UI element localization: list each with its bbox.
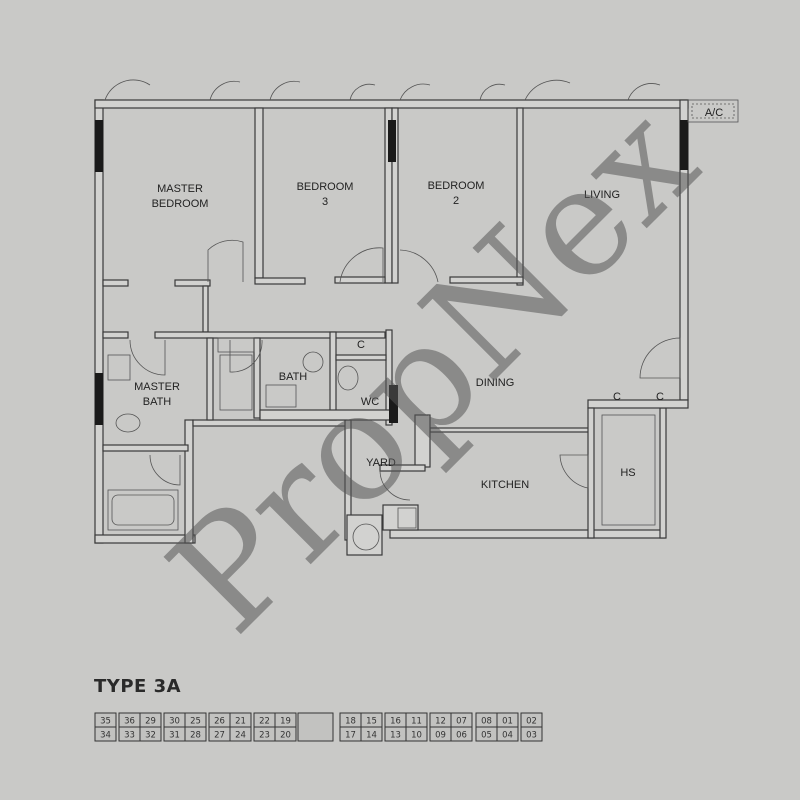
unit-key-number: 19 bbox=[280, 717, 291, 727]
unit-key-number: 30 bbox=[169, 717, 180, 727]
unit-type-title: TYPE 3A bbox=[94, 676, 182, 697]
unit-key-number: 32 bbox=[145, 731, 156, 741]
unit-key-number: 04 bbox=[502, 731, 513, 741]
unit-key-cell bbox=[520, 726, 543, 742]
label-bedroom-2: 2 bbox=[453, 195, 459, 207]
label-hs: HS bbox=[620, 467, 635, 479]
unit-key-number: 03 bbox=[526, 731, 537, 741]
unit-key-number: 26 bbox=[214, 717, 225, 727]
unit-key-number: 29 bbox=[145, 717, 156, 727]
unit-key-core bbox=[297, 712, 334, 742]
unit-key-number: 10 bbox=[411, 731, 422, 741]
unit-key-number: 23 bbox=[259, 731, 270, 741]
label-master-bath: BATH bbox=[143, 396, 172, 408]
unit-key-number: 33 bbox=[124, 731, 135, 741]
unit-key-number: 18 bbox=[345, 717, 356, 727]
unit-key-cell bbox=[184, 726, 207, 742]
unit-key-number: 15 bbox=[366, 717, 377, 727]
label-kitchen: KITCHEN bbox=[481, 479, 529, 491]
unit-key-number: 13 bbox=[390, 731, 401, 741]
label-bedroom-2: BEDROOM bbox=[428, 180, 485, 192]
unit-key-number: 27 bbox=[214, 731, 225, 741]
unit-key-number: 07 bbox=[456, 717, 467, 727]
unit-key-number: 17 bbox=[345, 731, 356, 741]
unit-key-number: 34 bbox=[100, 731, 111, 741]
label-closet: C bbox=[656, 391, 664, 403]
label-yard: YARD bbox=[366, 457, 396, 469]
unit-key-cell bbox=[139, 726, 162, 742]
unit-key-cell bbox=[94, 726, 117, 742]
unit-key-cell bbox=[496, 726, 519, 742]
unit-key-cell bbox=[405, 726, 428, 742]
unit-key-number: 12 bbox=[435, 717, 446, 727]
unit-key-number: 25 bbox=[190, 717, 201, 727]
structural-columns bbox=[95, 120, 688, 425]
label-living: LIVING bbox=[584, 189, 620, 201]
label-bedroom-3: 3 bbox=[322, 196, 328, 208]
room-labels: MASTER BEDROOM BEDROOM 3 BEDROOM 2 LIVIN… bbox=[134, 107, 723, 491]
walls bbox=[94, 99, 689, 556]
unit-key-number: 36 bbox=[124, 717, 135, 727]
label-bath: BATH bbox=[279, 371, 308, 383]
unit-key-number: 24 bbox=[235, 731, 246, 741]
unit-key-number: 09 bbox=[435, 731, 446, 741]
unit-key-number: 28 bbox=[190, 731, 201, 741]
label-ac: A/C bbox=[705, 107, 723, 119]
unit-key-number: 01 bbox=[502, 717, 513, 727]
unit-key-cell bbox=[360, 726, 383, 742]
door-swings bbox=[107, 239, 681, 551]
label-closet: C bbox=[613, 391, 621, 403]
label-master-bedroom: MASTER bbox=[157, 183, 203, 195]
unit-key-number: 08 bbox=[481, 717, 492, 727]
label-closet: C bbox=[357, 339, 365, 351]
unit-key-number: 11 bbox=[411, 717, 422, 727]
unit-key-number: 20 bbox=[280, 731, 291, 741]
label-wc: WC bbox=[361, 396, 379, 408]
label-bedroom-3: BEDROOM bbox=[297, 181, 354, 193]
unit-key-cell bbox=[229, 726, 252, 742]
unit-key-number: 06 bbox=[456, 731, 467, 741]
unit-key-number: 22 bbox=[259, 717, 270, 727]
windows bbox=[104, 79, 739, 123]
unit-key-number: 02 bbox=[526, 717, 537, 727]
unit-key-number: 14 bbox=[366, 731, 377, 741]
unit-key-number: 31 bbox=[169, 731, 180, 741]
unit-key-number: 05 bbox=[481, 731, 492, 741]
label-master-bath: MASTER bbox=[134, 381, 180, 393]
unit-key-number: 21 bbox=[235, 717, 246, 727]
unit-key-cell bbox=[274, 726, 297, 742]
label-master-bedroom: BEDROOM bbox=[152, 198, 209, 210]
unit-key-number: 35 bbox=[100, 717, 111, 727]
label-dining: DINING bbox=[476, 377, 515, 389]
unit-key-cell bbox=[450, 726, 473, 742]
unit-key-number: 16 bbox=[390, 717, 401, 727]
